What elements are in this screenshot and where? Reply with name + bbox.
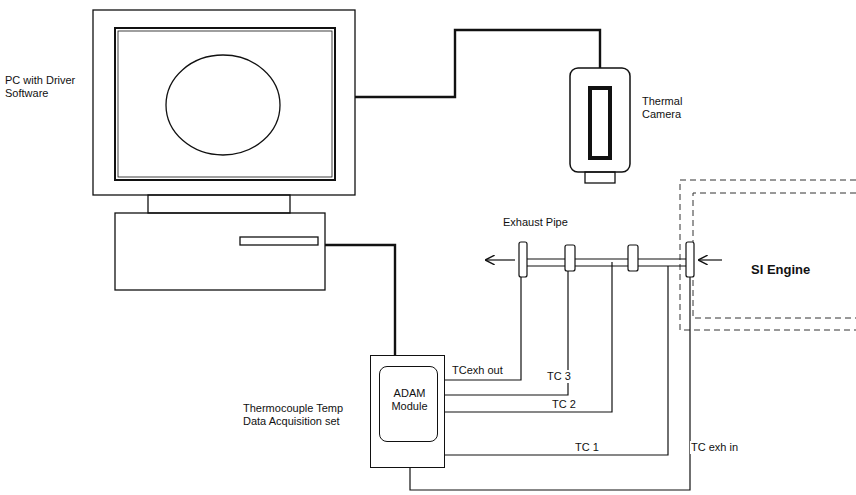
thermocouple-wire — [410, 262, 690, 490]
daq-box: Thermocouple Temp Data Acquisition setAD… — [370, 355, 445, 468]
signal-label: TC exh in — [690, 441, 739, 454]
cable — [355, 30, 600, 97]
signal-label: TC 1 — [574, 441, 600, 454]
device-node: PC with Driver Software — [93, 10, 355, 290]
cable — [325, 245, 395, 355]
pc-tower — [115, 213, 325, 290]
signal-label: TC 3 — [546, 370, 572, 383]
signal-label: TCexh out — [451, 364, 504, 377]
module-box: ADAM Module — [379, 366, 438, 442]
node-label: Thermocouple Temp Data Acquisition set — [243, 402, 365, 428]
node-label: PC with Driver Software — [5, 74, 85, 100]
node-label: Thermal Camera — [642, 95, 712, 121]
node-label: ADAM Module — [384, 387, 435, 413]
signal-label: TC 2 — [551, 398, 577, 411]
pc-monitor — [93, 10, 355, 213]
flow-arrow — [486, 259, 722, 260]
part-label: Exhaust Pipe — [502, 216, 569, 229]
engine-label: SI Engine — [750, 263, 811, 276]
camera-body — [570, 68, 630, 183]
engine-outline — [680, 180, 856, 330]
device-node: Thermal Camera — [570, 65, 630, 183]
